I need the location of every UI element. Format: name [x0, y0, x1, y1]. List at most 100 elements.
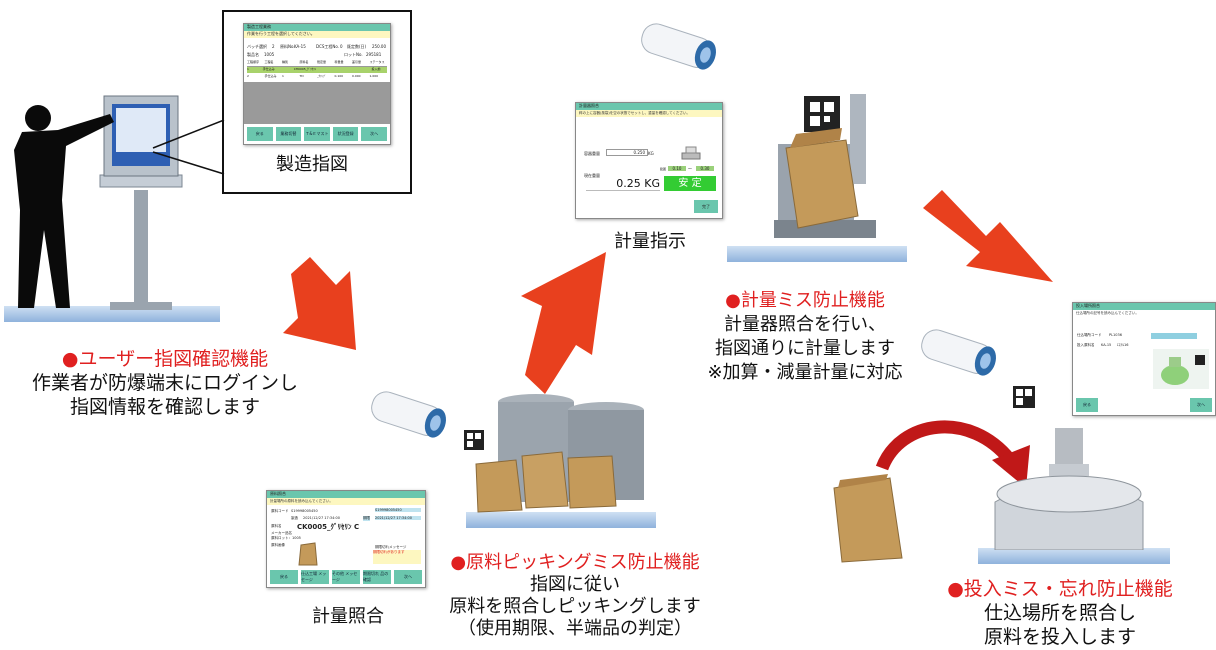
- next-button[interactable]: 次へ: [361, 127, 387, 141]
- input-material-value-2: ｴｽﾃﾙ16: [1117, 343, 1129, 347]
- col-header: 工程順序: [247, 60, 260, 64]
- cell: 1.000: [369, 74, 379, 78]
- factory-message-button[interactable]: 仕込工場 メッセージ: [301, 570, 329, 584]
- current-value: 0.25 KG: [586, 177, 660, 191]
- user-instruction-line2: 指図情報を確認します: [69, 396, 260, 418]
- drums-and-bags: [464, 394, 644, 513]
- cell: TD: [299, 74, 304, 78]
- weigh-screen-subtitle: 秤の上に容器(風袋)を空の状態でセットし、重量を確認してください。: [576, 110, 722, 117]
- input-material-label: 投入原料名: [1077, 343, 1095, 347]
- material-value: CK0005_ｸﾞﾘｾﾘﾝ C: [297, 523, 360, 531]
- input-material-value: KA-15: [1101, 343, 1112, 347]
- floor-weighing: [727, 246, 907, 262]
- back-button[interactable]: 戻る: [247, 127, 273, 141]
- te-master-button[interactable]: Ｔ&Ｅマスト: [304, 127, 330, 141]
- back-button[interactable]: 戻る: [270, 570, 298, 584]
- floor-tank: [978, 548, 1170, 564]
- weighing-verification-label: 計量照合: [312, 606, 384, 627]
- batch-label: バッチ選択: [247, 44, 267, 49]
- status-button[interactable]: 状況登録: [332, 127, 359, 141]
- cell: 0.000: [352, 74, 361, 78]
- weighing-error-line1: 計量器照合を行い、: [724, 314, 886, 335]
- weigh-screen: 計量器照合 秤の上に容器(風袋)を空の状態でセットし、重量を確認してください。 …: [575, 102, 723, 219]
- cell: 1: [247, 67, 249, 71]
- expired-check-button[interactable]: 期限切れ 品の確認: [363, 570, 391, 584]
- lot-value: 0: [340, 44, 343, 49]
- cell: 投入前: [371, 67, 381, 71]
- next-button[interactable]: 次へ: [394, 570, 422, 584]
- image-label: 原料画像: [271, 543, 285, 547]
- scale-icon: [681, 146, 701, 160]
- bag-image: [298, 542, 318, 566]
- mfg-value: 2021/12/27 17:34:00: [303, 516, 341, 520]
- table-row[interactable]: 2 手仕込み 1 TD _ｸﾘｯﾌﾟ 0.100 0.000 1.000: [247, 74, 387, 80]
- product-name-label: 製品名: [247, 52, 259, 57]
- input-error-line1: 仕込場所を照合し: [983, 602, 1136, 624]
- stable-indicator: 安 定: [664, 176, 716, 191]
- code-value: S19998005450: [291, 509, 318, 513]
- mfg-label: 製造: [291, 516, 298, 520]
- product-name: 1005: [264, 52, 275, 57]
- exp-value: 2021/12/27 17:34:00: [375, 516, 421, 520]
- current-label: 現在重量: [584, 173, 600, 178]
- cell: 手仕込み: [264, 74, 277, 78]
- col-header: ステータス: [369, 60, 385, 64]
- scanner-top: [641, 23, 716, 70]
- alert-message: 期限切れがあります: [373, 550, 421, 564]
- next-button[interactable]: 次へ: [1190, 398, 1212, 412]
- maker-value: 原料ロット：1005: [271, 536, 301, 540]
- arrow-2: [521, 252, 606, 394]
- weighing-error-title: ●計量ミス防止機能: [725, 290, 885, 311]
- scanner-right: [921, 329, 996, 376]
- range-label: 範囲: [660, 167, 667, 171]
- range-high: 0.30: [696, 166, 714, 171]
- picking-error-line1: 指図に従い: [530, 574, 620, 595]
- arrow-1: [283, 257, 356, 350]
- tank: [994, 386, 1144, 550]
- switch-button[interactable]: 業務切替: [275, 127, 302, 141]
- curve-arrow-head: [992, 445, 1030, 488]
- cell: 0.100: [334, 74, 344, 78]
- material-label: 原料名: [271, 524, 282, 528]
- col-header: 既定量: [317, 60, 327, 64]
- arrow-3: [923, 190, 1053, 282]
- tank-image: [1153, 349, 1209, 389]
- cell: CH0005_ｸﾞﾘｾﾘﾝ: [293, 67, 317, 71]
- lot-label: DCS工程No.: [316, 44, 340, 49]
- picking-error-title: ●原料ピッキングミス防止機能: [450, 552, 700, 573]
- weighing-error-line2: 指図通りに計量します: [715, 338, 895, 359]
- scheduled-value: 250.00: [372, 44, 386, 49]
- cell: 手仕込み: [262, 67, 275, 71]
- verify-screen-subtitle: 計量場所の原料を読み込んでください。: [267, 498, 425, 505]
- range-low: 0.10: [668, 166, 686, 171]
- col-header: 原料名: [299, 60, 309, 64]
- place-field[interactable]: [1151, 333, 1197, 339]
- tare-value: 0.250: [606, 149, 648, 156]
- code-value-2: S19998005450: [375, 508, 421, 512]
- floor-drums: [466, 512, 656, 528]
- order-screen-title: 製造工程業務: [247, 24, 271, 29]
- col-header: 種別: [282, 60, 289, 64]
- weighing-scale: [774, 94, 876, 238]
- cell: 1: [282, 74, 284, 78]
- tare-label: 容器重量: [584, 151, 600, 156]
- cell: [278, 67, 294, 73]
- cell: 2: [247, 74, 249, 78]
- other-message-button[interactable]: その他 メッセージ: [332, 570, 360, 584]
- order-screen-subtitle: 作業を行う工程を選択してください。: [244, 31, 390, 38]
- input-screen-subtitle: 仕込場所の記号を読み込んでください。: [1073, 310, 1215, 317]
- input-screen: 投入場所照合 仕込場所の記号を読み込んでください。 仕込場所コード PL1036…: [1072, 302, 1216, 416]
- input-error-title: ●投入ミス・忘れ防止機能: [947, 578, 1173, 600]
- code-label: 原料コード: [271, 509, 289, 513]
- back-button[interactable]: 戻る: [1076, 398, 1098, 412]
- col-header: 秤量量: [334, 60, 344, 64]
- verify-screen: 原料照合 計量場所の原料を読み込んでください。 原料コード S199980054…: [266, 490, 426, 588]
- table-row[interactable]: 1 手仕込み CH0005_ｸﾞﾘｾﾘﾝ 投入前: [247, 67, 387, 73]
- product-no: KA-15: [294, 44, 306, 49]
- weighing-instruction-label: 計量指示: [614, 231, 686, 252]
- callout-lines: [152, 120, 225, 175]
- done-button[interactable]: 完了: [694, 200, 718, 213]
- batch-value[interactable]: 2: [272, 44, 275, 49]
- place-label: 仕込場所コード: [1077, 333, 1102, 337]
